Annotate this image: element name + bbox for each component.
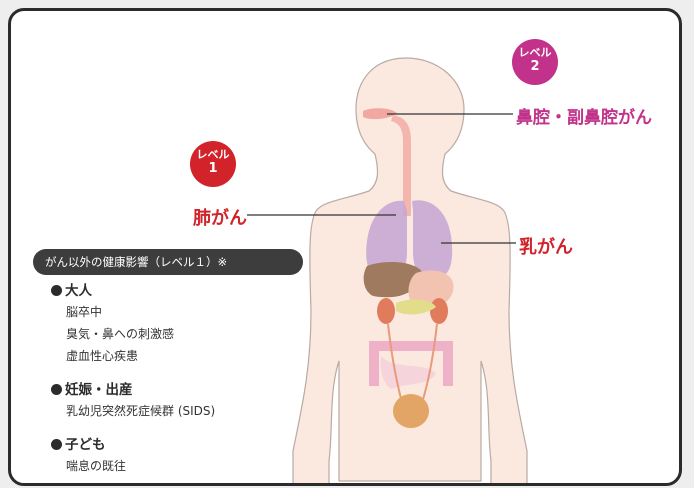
bullet-dot [51, 285, 62, 296]
human-body-illustration [247, 57, 528, 483]
level-1-badge-label: レベル [196, 148, 230, 161]
bullet-dot [51, 439, 62, 450]
lung-cancer-label: 肺がん [193, 208, 247, 229]
section-title-text: 妊娠・出産 [65, 382, 133, 398]
left-kidney [430, 298, 448, 324]
other-health-effects-header: がん以外の健康影響（レベル１）※ [33, 249, 303, 275]
airway [391, 115, 411, 216]
level-1-badge: レベル 1 [190, 141, 236, 187]
breast-cancer-label: 乳がん [519, 237, 573, 258]
level-2-badge: レベル 2 [512, 39, 558, 85]
section-title-children: 子ども [51, 433, 106, 453]
bladder [393, 394, 429, 428]
list-item: 乳幼児突然死症候群 (SIDS) [66, 404, 216, 418]
level-2-badge-label: レベル [518, 46, 552, 59]
liver [363, 261, 423, 298]
right-lung [366, 200, 407, 280]
list-item: 臭気・鼻への刺激感 [66, 327, 175, 341]
nasal-cavity [363, 108, 397, 120]
bullet-dot [51, 384, 62, 395]
list-item: 虚血性心疾患 [66, 349, 139, 363]
level-2-badge-number: 2 [530, 58, 540, 74]
level-1-badge-number: 1 [208, 160, 218, 176]
section-title-text: 子ども [65, 437, 106, 453]
stomach [408, 270, 454, 307]
left-lung [412, 200, 453, 280]
right-kidney [377, 298, 395, 324]
pancreas [396, 299, 436, 315]
section-title-pregnancy: 妊娠・出産 [51, 378, 133, 398]
list-item: 喘息の既往 [66, 459, 127, 473]
diagram-card: レベル 2 レベル 1 鼻腔・副鼻腔がん 肺がん 乳がん がん以外の健康影響（レ… [8, 8, 682, 486]
section-title-adults: 大人 [51, 279, 92, 299]
list-item: 脳卒中 [66, 305, 103, 319]
section-title-text: 大人 [65, 283, 92, 299]
large-intestine [369, 341, 453, 386]
nasal-cancer-label: 鼻腔・副鼻腔がん [516, 108, 652, 128]
